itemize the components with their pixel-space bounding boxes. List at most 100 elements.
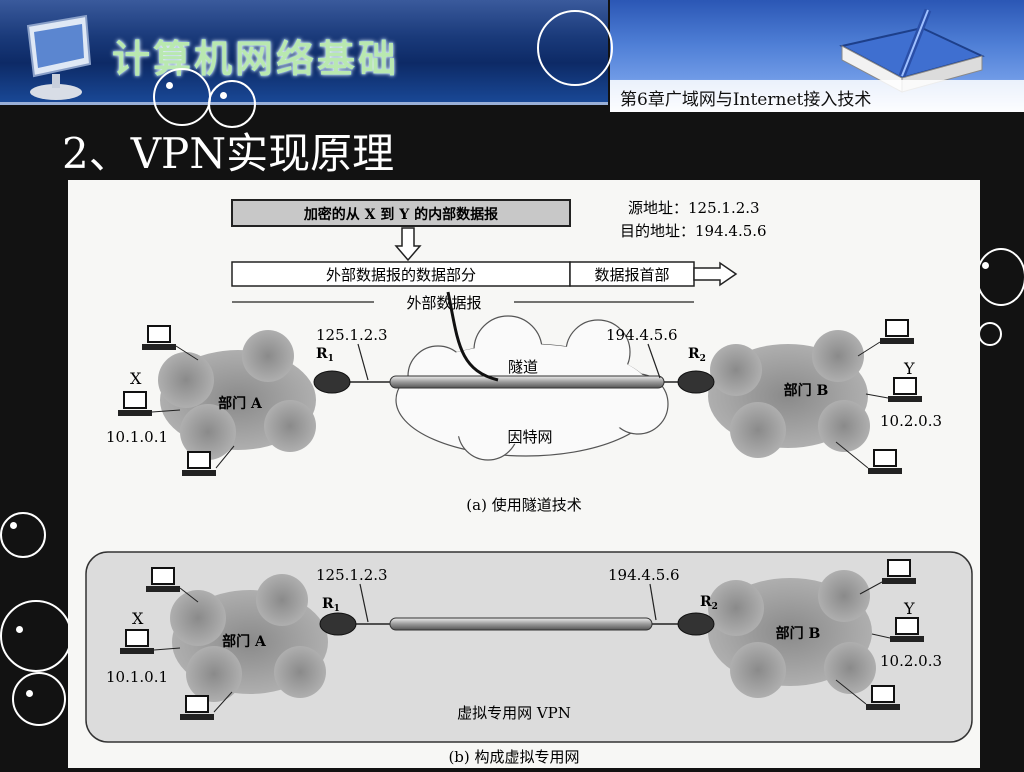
bubble-decoration — [208, 80, 256, 128]
source-address: 源地址：125.1.2.3 — [628, 199, 760, 217]
link-line — [871, 633, 891, 639]
outer-data-box — [231, 261, 571, 287]
host-x-label: X — [130, 369, 142, 388]
router-r2-label: R2 — [688, 346, 706, 364]
header-box — [569, 261, 695, 287]
site-title: 计算机网络基础 — [112, 37, 400, 81]
link-line — [859, 581, 883, 595]
right-arrow-icon — [693, 261, 738, 287]
panel-a: 部门 A 部门 B 因特网 — [106, 291, 942, 514]
leader-line — [359, 583, 369, 623]
encapsulation-pointer — [446, 291, 499, 382]
header-label: 数据报首部 — [594, 266, 669, 284]
dept-a-label: 部门 A — [218, 395, 263, 412]
dept-b-label: 部门 B — [776, 625, 821, 642]
ip-y: 10.2.0.3 — [880, 652, 942, 670]
header-banner-left: 计算机网络基础 — [0, 0, 608, 105]
book-pen-icon — [839, 8, 985, 93]
bubble-decoration — [537, 10, 613, 86]
bubble-dot — [166, 82, 173, 89]
link-line — [153, 647, 181, 651]
bubble-decoration — [0, 600, 72, 672]
computer-icon — [120, 629, 154, 654]
tunnel-label: 隧道 — [508, 358, 538, 376]
ip-x: 10.1.0.1 — [106, 668, 168, 686]
computer-icon — [882, 559, 916, 584]
down-arrow-icon — [394, 227, 422, 262]
caption-a: (a) 使用隧道技术 — [466, 496, 581, 514]
outer-data-label: 外部数据报的数据部分 — [326, 266, 476, 284]
vpn-pipe — [389, 617, 653, 631]
bubble-decoration — [153, 68, 211, 126]
bubble-decoration — [12, 672, 66, 726]
vpn-diagram: 加密的从 X 到 Y 的内部数据报 源地址：125.1.2.3 目的地址：194… — [85, 199, 973, 766]
ip-r1: 125.1.2.3 — [316, 326, 388, 344]
ip-r2: 194.4.5.6 — [608, 566, 680, 584]
router-r1-icon — [319, 612, 357, 636]
computer-icon — [118, 391, 152, 416]
computer-icon — [146, 567, 180, 592]
bubble-dot — [220, 92, 227, 99]
host-y-label: Y — [903, 599, 915, 618]
internet-cloud — [395, 315, 669, 461]
leader-line — [649, 583, 657, 621]
chapter-label: 第6章广域网与Internet接入技术 — [620, 90, 872, 110]
vpn-figure: 加密的从 X 到 Y 的内部数据报 源地址：125.1.2.3 目的地址：194… — [68, 180, 980, 768]
bubble-decoration — [976, 248, 1024, 306]
dept-b-label: 部门 B — [784, 382, 829, 399]
bubble-dot — [10, 522, 17, 529]
ip-r2: 194.4.5.6 — [606, 326, 678, 344]
link-line — [175, 345, 199, 361]
link-line — [835, 441, 869, 469]
caption-b: (b) 构成虚拟专用网 — [448, 748, 579, 766]
leader-line — [357, 343, 369, 381]
link-line — [179, 587, 199, 603]
tunnel-pipe — [389, 375, 665, 389]
router-r2-label: R2 — [700, 594, 718, 612]
computer-icon — [180, 695, 214, 720]
bubble-dot — [16, 626, 23, 633]
computer-icon — [142, 325, 176, 350]
computer-icon — [868, 449, 902, 474]
inner-datagram-label: 加密的从 X 到 Y 的内部数据报 — [303, 206, 498, 223]
bubble-dot — [982, 262, 989, 269]
outer-datagram-label: 外部数据报 — [406, 294, 481, 312]
router-r2-icon — [677, 612, 715, 636]
host-y-label: Y — [903, 359, 915, 378]
bubble-decoration — [0, 512, 46, 558]
dept-a-label: 部门 A — [222, 633, 267, 650]
panel-b: 部门 A 部门 B R1 R2 125.1.2.3 194.4.5.6 — [85, 551, 973, 766]
header-banner-right — [610, 0, 1024, 112]
ip-y: 10.2.0.3 — [880, 412, 942, 430]
ip-x: 10.1.0.1 — [106, 428, 168, 446]
dept-b-cloud — [708, 330, 870, 458]
slide-title: 2、VPN实现原理 — [62, 129, 395, 178]
computer-icon — [890, 617, 924, 642]
link-line — [857, 341, 881, 357]
dept-a-cloud — [170, 574, 328, 702]
computer-icon — [182, 451, 216, 476]
link-line — [835, 679, 867, 705]
router-r2-icon — [677, 370, 715, 394]
monitor-icon — [26, 14, 92, 100]
bubble-decoration — [978, 322, 1002, 346]
dept-b-cloud — [708, 570, 876, 698]
leader-line — [647, 343, 661, 379]
computer-icon — [888, 377, 922, 402]
ip-r1: 125.1.2.3 — [316, 566, 388, 584]
computer-icon — [880, 319, 914, 344]
host-x-label: X — [132, 609, 144, 628]
link-line — [215, 445, 235, 469]
computer-icon — [866, 685, 900, 710]
link-line — [865, 393, 889, 399]
router-r1-label: R1 — [316, 346, 334, 364]
dest-address: 目的地址：194.4.5.6 — [620, 222, 767, 240]
vpn-label: 虚拟专用网 VPN — [457, 704, 571, 722]
dept-a-cloud — [158, 330, 316, 460]
router-r1-label: R1 — [322, 596, 340, 614]
link-line — [151, 409, 181, 413]
inner-datagram-box — [231, 199, 571, 227]
link-line — [213, 691, 233, 713]
router-r1-icon — [313, 370, 351, 394]
bubble-dot — [26, 690, 33, 697]
